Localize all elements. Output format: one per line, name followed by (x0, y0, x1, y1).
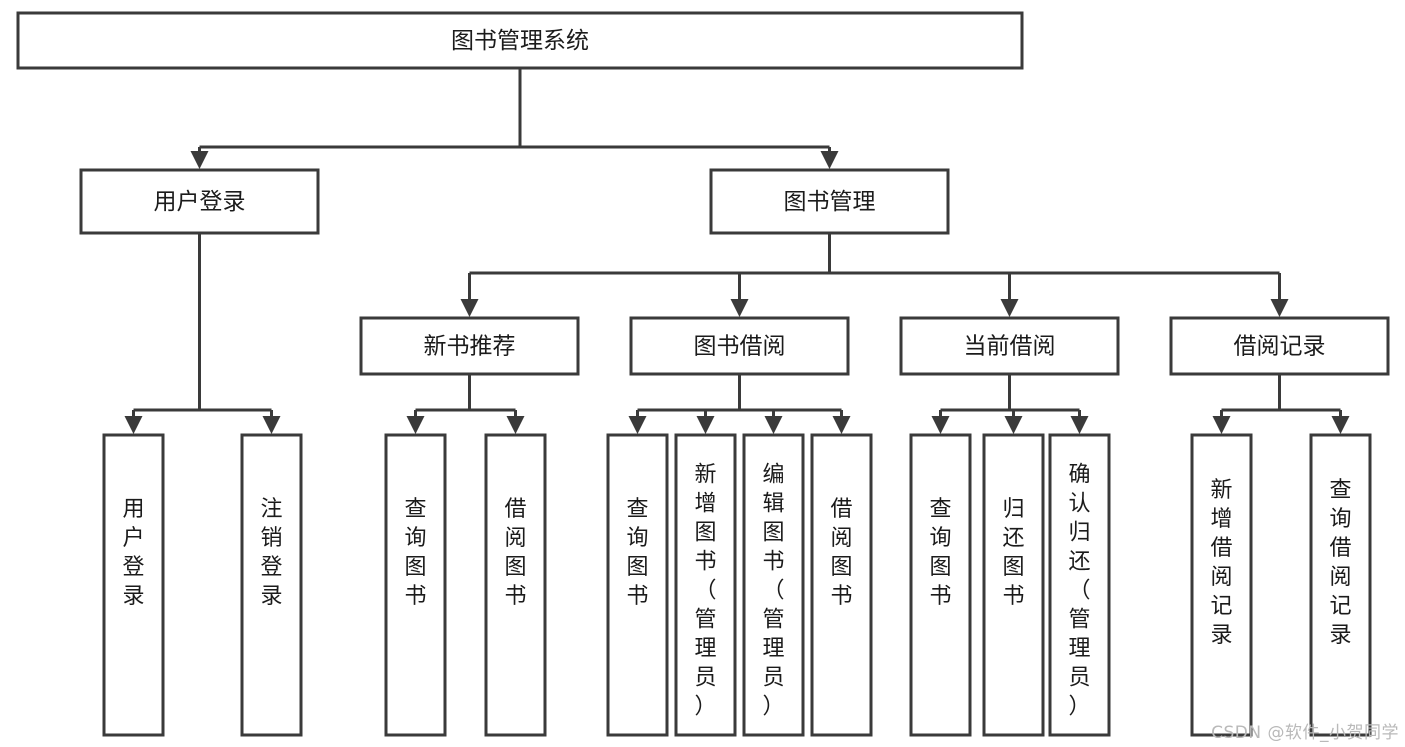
node-box-user-login-login (102, 433, 165, 737)
node-layer: 图书管理系统用户登录用户登录注销登录图书管理新书推荐查询图书借阅图书图书借阅查询… (16, 11, 1390, 737)
node-box-user-login-logout (240, 433, 303, 737)
arrow-head (931, 416, 950, 434)
node-box-recommend-query-book (384, 433, 447, 737)
arrow-head (696, 416, 715, 434)
node-borrow-query-book[interactable]: 查询图书 (606, 433, 669, 737)
node-box-new-book-recommend (359, 316, 580, 376)
arrow-head (1212, 416, 1231, 434)
arrow-head (1070, 416, 1089, 434)
node-label-book-management: 图书管理 (784, 189, 876, 215)
arrow-head (1270, 299, 1289, 317)
arrow-head (262, 416, 281, 434)
node-label-root: 图书管理系统 (451, 28, 589, 54)
node-record-add[interactable]: 新增借阅记录 (1190, 433, 1253, 737)
node-label-book-borrow: 图书借阅 (694, 334, 786, 360)
node-borrow-record[interactable]: 借阅记录 (1169, 316, 1390, 376)
node-label-recommend-borrow-book: 借阅图书 (504, 497, 526, 609)
arrow-head (1004, 416, 1023, 434)
arrow-head (190, 151, 209, 169)
node-box-current-borrow (899, 316, 1120, 376)
arrow-head (820, 151, 839, 169)
node-current-query-book[interactable]: 查询图书 (909, 433, 972, 737)
node-box-current-return-book (982, 433, 1045, 737)
node-recommend-borrow-book[interactable]: 借阅图书 (484, 433, 547, 737)
node-current-return-book[interactable]: 归还图书 (982, 433, 1045, 737)
node-label-borrow-edit-book: 编辑图书（管理员） (762, 463, 784, 720)
node-box-borrow-add-book (674, 433, 737, 737)
node-label-borrow-borrow-book: 借阅图书 (830, 497, 852, 609)
node-label-new-book-recommend: 新书推荐 (424, 334, 516, 360)
node-label-current-return-book: 归还图书 (1002, 497, 1024, 609)
arrow-head (124, 416, 143, 434)
node-label-borrow-add-book: 新增图书（管理员） (694, 463, 716, 720)
arrow-head (1000, 299, 1019, 317)
node-box-borrow-edit-book (742, 433, 805, 737)
node-box-user-login (79, 168, 320, 235)
node-borrow-borrow-book[interactable]: 借阅图书 (810, 433, 873, 737)
node-user-login-login[interactable]: 用户登录 (102, 433, 165, 737)
node-box-book-borrow (629, 316, 850, 376)
node-book-borrow[interactable]: 图书借阅 (629, 316, 850, 376)
node-box-current-query-book (909, 433, 972, 737)
node-box-root (16, 11, 1024, 70)
connector-layer (124, 68, 1350, 434)
node-label-user-login-login: 用户登录 (122, 497, 144, 609)
node-new-book-recommend[interactable]: 新书推荐 (359, 316, 580, 376)
node-label-record-query: 查询借阅记录 (1329, 478, 1351, 648)
node-root[interactable]: 图书管理系统 (16, 11, 1024, 70)
node-label-recommend-query-book: 查询图书 (404, 497, 426, 609)
node-box-borrow-query-book (606, 433, 669, 737)
csdn-watermark: CSDN @软件_小贺同学 (1211, 723, 1399, 743)
node-record-query[interactable]: 查询借阅记录 (1309, 433, 1372, 737)
node-borrow-add-book[interactable]: 新增图书（管理员） (674, 433, 737, 737)
node-user-login-logout[interactable]: 注销登录 (240, 433, 303, 737)
arrow-head (460, 299, 479, 317)
node-book-management[interactable]: 图书管理 (709, 168, 950, 235)
arrow-head (1331, 416, 1350, 434)
node-label-user-login-logout: 注销登录 (260, 497, 282, 609)
node-label-current-confirm-return: 确认归还（管理员） (1068, 463, 1090, 720)
node-label-borrow-record: 借阅记录 (1234, 334, 1326, 360)
node-box-record-add (1190, 433, 1253, 737)
node-label-record-add: 新增借阅记录 (1210, 478, 1232, 648)
node-borrow-edit-book[interactable]: 编辑图书（管理员） (742, 433, 805, 737)
node-current-borrow[interactable]: 当前借阅 (899, 316, 1120, 376)
node-label-user-login: 用户登录 (154, 189, 246, 215)
node-recommend-query-book[interactable]: 查询图书 (384, 433, 447, 737)
node-box-borrow-record (1169, 316, 1390, 376)
node-label-current-borrow: 当前借阅 (964, 334, 1056, 360)
arrow-head (730, 299, 749, 317)
node-box-record-query (1309, 433, 1372, 737)
node-box-borrow-borrow-book (810, 433, 873, 737)
arrow-head (832, 416, 851, 434)
node-current-confirm-return[interactable]: 确认归还（管理员） (1048, 433, 1111, 737)
node-box-current-confirm-return (1048, 433, 1111, 737)
arrow-head (628, 416, 647, 434)
arrow-head (764, 416, 783, 434)
node-label-borrow-query-book: 查询图书 (626, 497, 648, 609)
arrow-head (406, 416, 425, 434)
node-label-current-query-book: 查询图书 (929, 497, 951, 609)
node-box-recommend-borrow-book (484, 433, 547, 737)
arrow-head (506, 416, 525, 434)
node-box-book-management (709, 168, 950, 235)
node-user-login[interactable]: 用户登录 (79, 168, 320, 235)
